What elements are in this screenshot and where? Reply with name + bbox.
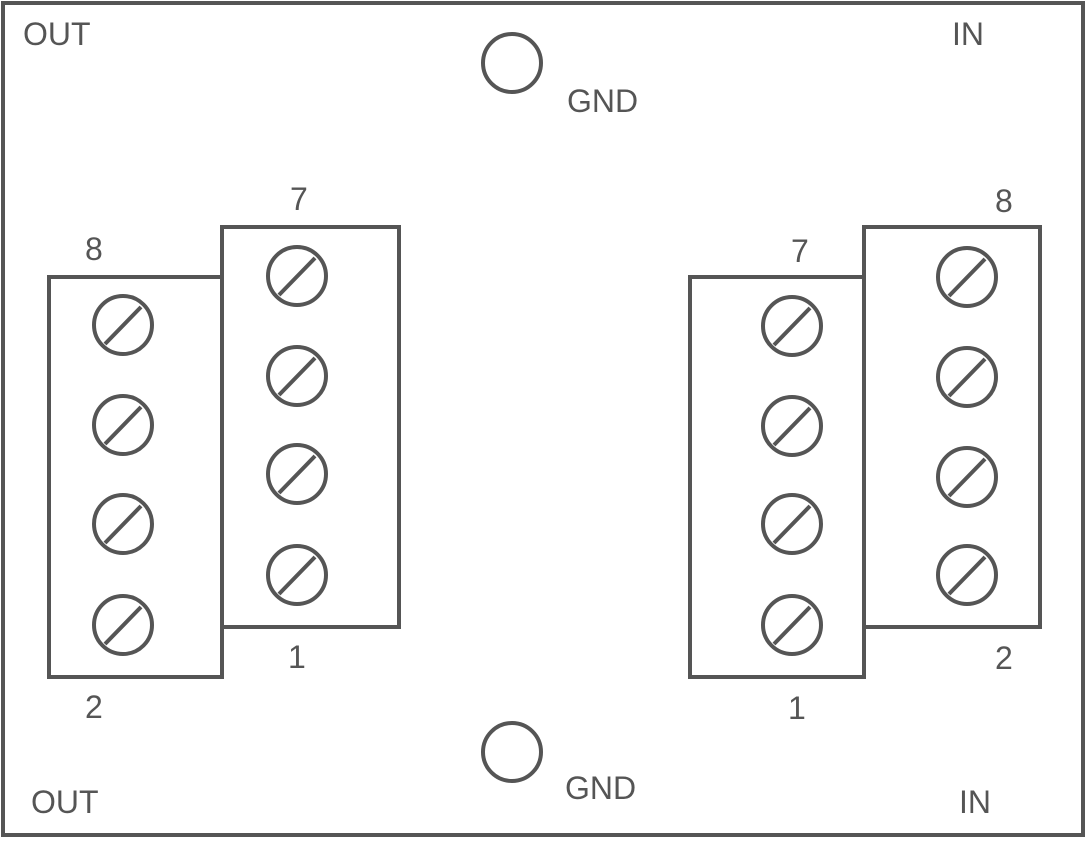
- gnd-label-bottom: GND: [565, 770, 637, 806]
- left-pin-7-label: 7: [290, 181, 308, 217]
- screw-terminal-icon: [266, 443, 328, 505]
- right-terminal-block-front: [688, 275, 866, 679]
- screw-terminal-icon: [761, 395, 823, 457]
- out-label-top: OUT: [23, 16, 91, 52]
- gnd-label-top: GND: [567, 83, 639, 119]
- screw-terminal-icon: [761, 295, 823, 357]
- left-pin-2-label: 2: [85, 689, 103, 725]
- right-pin-2-label: 2: [995, 640, 1013, 676]
- screw-terminal-icon: [92, 294, 154, 356]
- screw-terminal-icon: [92, 594, 154, 656]
- screw-terminal-icon: [761, 493, 823, 555]
- screw-terminal-icon: [936, 544, 998, 606]
- screw-terminal-icon: [936, 346, 998, 408]
- left-terminal-block-rear: [47, 275, 224, 679]
- right-terminal-block-rear: [862, 225, 1042, 629]
- out-label-bottom: OUT: [31, 784, 99, 820]
- screw-terminal-icon: [266, 345, 328, 407]
- right-pin-8-label: 8: [995, 183, 1013, 219]
- screw-terminal-icon: [92, 493, 154, 555]
- screw-terminal-icon: [936, 446, 998, 508]
- screw-terminal-icon: [92, 394, 154, 456]
- gnd-hole-bottom: [481, 721, 543, 783]
- in-label-top: IN: [952, 16, 984, 52]
- left-pin-8-label: 8: [85, 231, 103, 267]
- screw-terminal-icon: [266, 544, 328, 606]
- gnd-hole-top: [481, 32, 543, 94]
- screw-terminal-icon: [936, 246, 998, 308]
- right-pin-7-label: 7: [791, 233, 809, 269]
- left-terminal-block-front: [220, 225, 401, 629]
- screw-terminal-icon: [266, 245, 328, 307]
- screw-terminal-icon: [761, 594, 823, 656]
- right-pin-1-label: 1: [788, 690, 806, 726]
- in-label-bottom: IN: [959, 784, 991, 820]
- left-pin-1-label: 1: [288, 639, 306, 675]
